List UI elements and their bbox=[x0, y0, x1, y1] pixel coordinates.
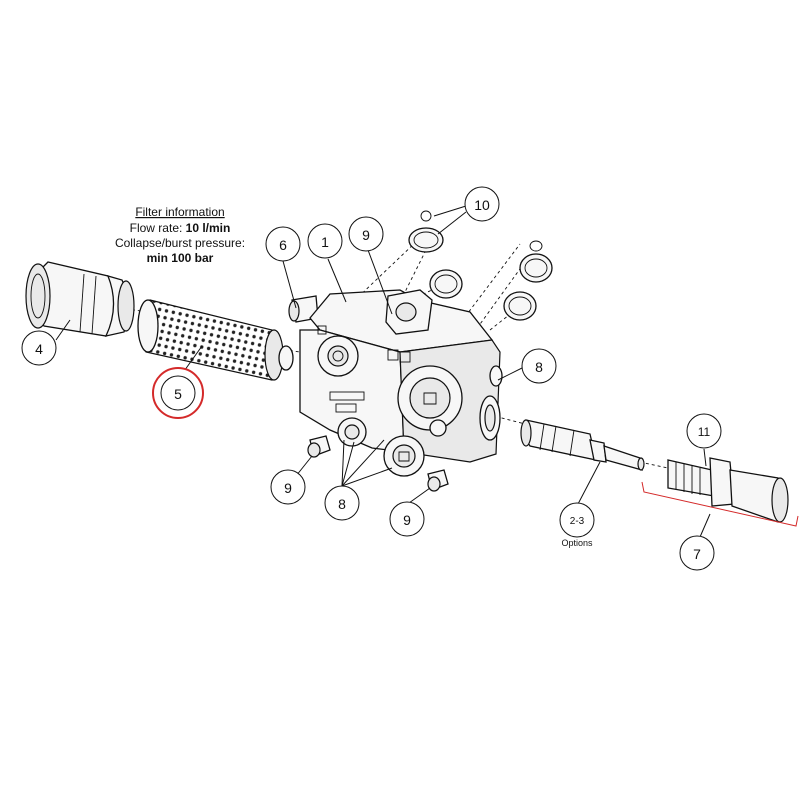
filter-information: Filter information Flow rate: 10 l/min C… bbox=[115, 205, 245, 265]
filter-info-heading: Filter information bbox=[135, 205, 224, 219]
callout-6-label: 6 bbox=[279, 237, 287, 253]
callout-8-bottom-label: 8 bbox=[338, 496, 346, 512]
callout-8-right: 8 bbox=[521, 348, 557, 384]
leader-lines bbox=[55, 205, 711, 538]
screw-front-left bbox=[307, 435, 331, 458]
callout-5-label: 5 bbox=[174, 386, 182, 402]
callout-2-3-label: 2-3 bbox=[570, 516, 585, 527]
filter-element bbox=[137, 299, 294, 381]
callout-1: 1 bbox=[307, 223, 343, 259]
callout-4: 4 bbox=[21, 330, 57, 366]
callout-9-top-label: 9 bbox=[362, 227, 370, 243]
callout-7-label: 7 bbox=[693, 546, 701, 562]
callout-10-label: 10 bbox=[474, 197, 490, 213]
filter-flow-line: Flow rate: 10 l/min bbox=[130, 221, 231, 235]
pressure-label: Collapse/burst pressure: bbox=[115, 236, 245, 250]
pressure-value: min 100 bar bbox=[147, 251, 214, 265]
flow-rate-label: Flow rate: bbox=[130, 221, 186, 235]
callout-9-bottom: 9 bbox=[389, 501, 425, 537]
flow-rate-value: 10 l/min bbox=[186, 221, 231, 235]
filter-housing-cup bbox=[25, 261, 135, 337]
options-caption: Options bbox=[561, 538, 593, 548]
callout-7: 7 bbox=[679, 535, 715, 571]
callout-2-3: 2-3 bbox=[559, 502, 595, 538]
o-rings-set bbox=[408, 210, 553, 321]
callout-9-left-label: 9 bbox=[284, 480, 292, 496]
callout-8-bottom: 8 bbox=[324, 485, 360, 521]
valve-body bbox=[299, 289, 503, 477]
callout-4-label: 4 bbox=[35, 341, 43, 357]
callout-6: 6 bbox=[265, 226, 301, 262]
plug-cap bbox=[667, 457, 789, 523]
callout-8-right-label: 8 bbox=[535, 359, 543, 375]
callout-11-label: 11 bbox=[698, 425, 711, 439]
callout-1-label: 1 bbox=[321, 234, 329, 250]
callout-9-top: 9 bbox=[348, 216, 384, 252]
bracket-part-7 bbox=[641, 481, 799, 527]
callout-5-highlighted: 5 bbox=[152, 367, 204, 419]
callout-9-left: 9 bbox=[270, 469, 306, 505]
callout-11: 11 bbox=[686, 413, 722, 449]
callout-10: 10 bbox=[464, 186, 500, 222]
cartridge-option bbox=[520, 419, 645, 471]
callout-9-bottom-label: 9 bbox=[403, 512, 411, 528]
screw-front-right bbox=[427, 469, 449, 492]
